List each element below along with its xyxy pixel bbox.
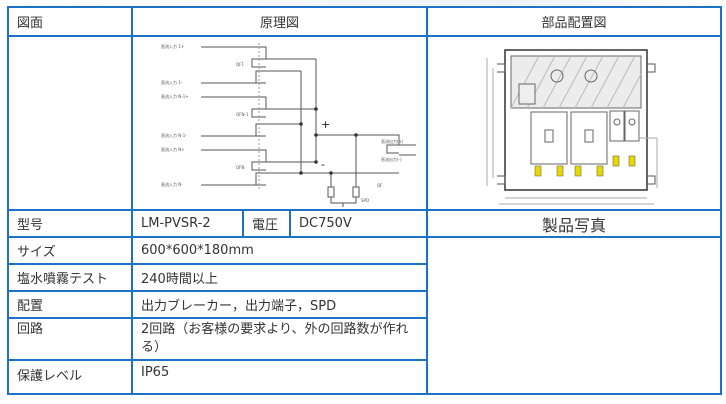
- header-drawing: 図面: [7, 6, 133, 37]
- photo-cell: [426, 236, 723, 395]
- row-sub-value: DC750V: [288, 209, 429, 238]
- row-label: 回路: [7, 317, 133, 361]
- row-label: 塩水噴霧テスト: [7, 263, 133, 292]
- input-label: 直流入力 N-1-: [161, 132, 187, 138]
- breaker-label: QF: [377, 183, 383, 188]
- row-value: LM-PVSR-2: [131, 209, 244, 238]
- input-label: 直流入力 1+: [161, 43, 184, 49]
- output-label: 直流出力(-): [381, 156, 402, 162]
- output-label: 直流出力(+): [381, 138, 404, 144]
- table-row-salt-spray: 塩水噴霧テスト 240時間以上: [7, 263, 721, 292]
- header-row: 図面 原理図 部品配置図: [7, 6, 723, 37]
- row-label: 配置: [7, 290, 133, 319]
- row-label: 保護レベル: [7, 359, 133, 395]
- breaker-label: QFN-1: [236, 112, 249, 117]
- input-label: 直流入力 N+: [161, 146, 185, 152]
- input-label: 直流入力 N-: [161, 181, 183, 187]
- table-row-circuit: 回路 2回路（お客様の要求より、外の回路数が作れる）: [7, 317, 721, 361]
- photo-header: 製品写真: [426, 209, 723, 238]
- schematic-diagram: 直流入力 1+ 直流入力 1- 直流入力 N-1+ 直流入力 N-1- 直流入力…: [161, 43, 416, 207]
- table-row-size: サイズ 600*600*180mm: [7, 236, 723, 395]
- row-label: 型号: [7, 209, 133, 238]
- breaker-label: QF1: [236, 62, 244, 67]
- minus-label: -: [321, 158, 325, 171]
- row-value: 600*600*180mm: [130, 236, 429, 265]
- empty-cell: [7, 35, 133, 211]
- layout-cell: [426, 35, 723, 211]
- row-label: サイズ: [7, 236, 133, 265]
- component-layout-diagram: [486, 49, 658, 205]
- header-layout: 部品配置図: [426, 6, 723, 37]
- plus-label: +: [321, 118, 330, 131]
- row-sub-label: 電圧: [242, 209, 291, 238]
- row-value: IP65: [130, 359, 429, 395]
- input-label: 直流入力 1-: [161, 79, 183, 85]
- input-label: 直流入力 N-1+: [161, 93, 189, 99]
- top-fade-bar: [0, 0, 726, 5]
- header-schematic: 原理図: [130, 6, 429, 37]
- table-row-model: 型号 LM-PVSR-2 電圧 DC750V 製品写真: [7, 209, 723, 238]
- breaker-label: QFN: [236, 165, 244, 170]
- table-row-protection: 保護レベル IP65: [7, 359, 721, 395]
- spd-label: SPD: [361, 198, 369, 203]
- row-value: 2回路（お客様の要求より、外の回路数が作れる）: [130, 317, 429, 361]
- drawing-row: 直流入力 1+ 直流入力 1- 直流入力 N-1+ 直流入力 N-1- 直流入力…: [7, 35, 723, 211]
- row-value: 出力ブレーカー，出力端子，SPD: [130, 290, 429, 319]
- table-row-config: 配置 出力ブレーカー，出力端子，SPD: [7, 290, 721, 319]
- row-value: 240時間以上: [130, 263, 429, 292]
- spec-table: 図面 原理図 部品配置図: [7, 6, 723, 395]
- schematic-cell: 直流入力 1+ 直流入力 1- 直流入力 N-1+ 直流入力 N-1- 直流入力…: [130, 35, 429, 211]
